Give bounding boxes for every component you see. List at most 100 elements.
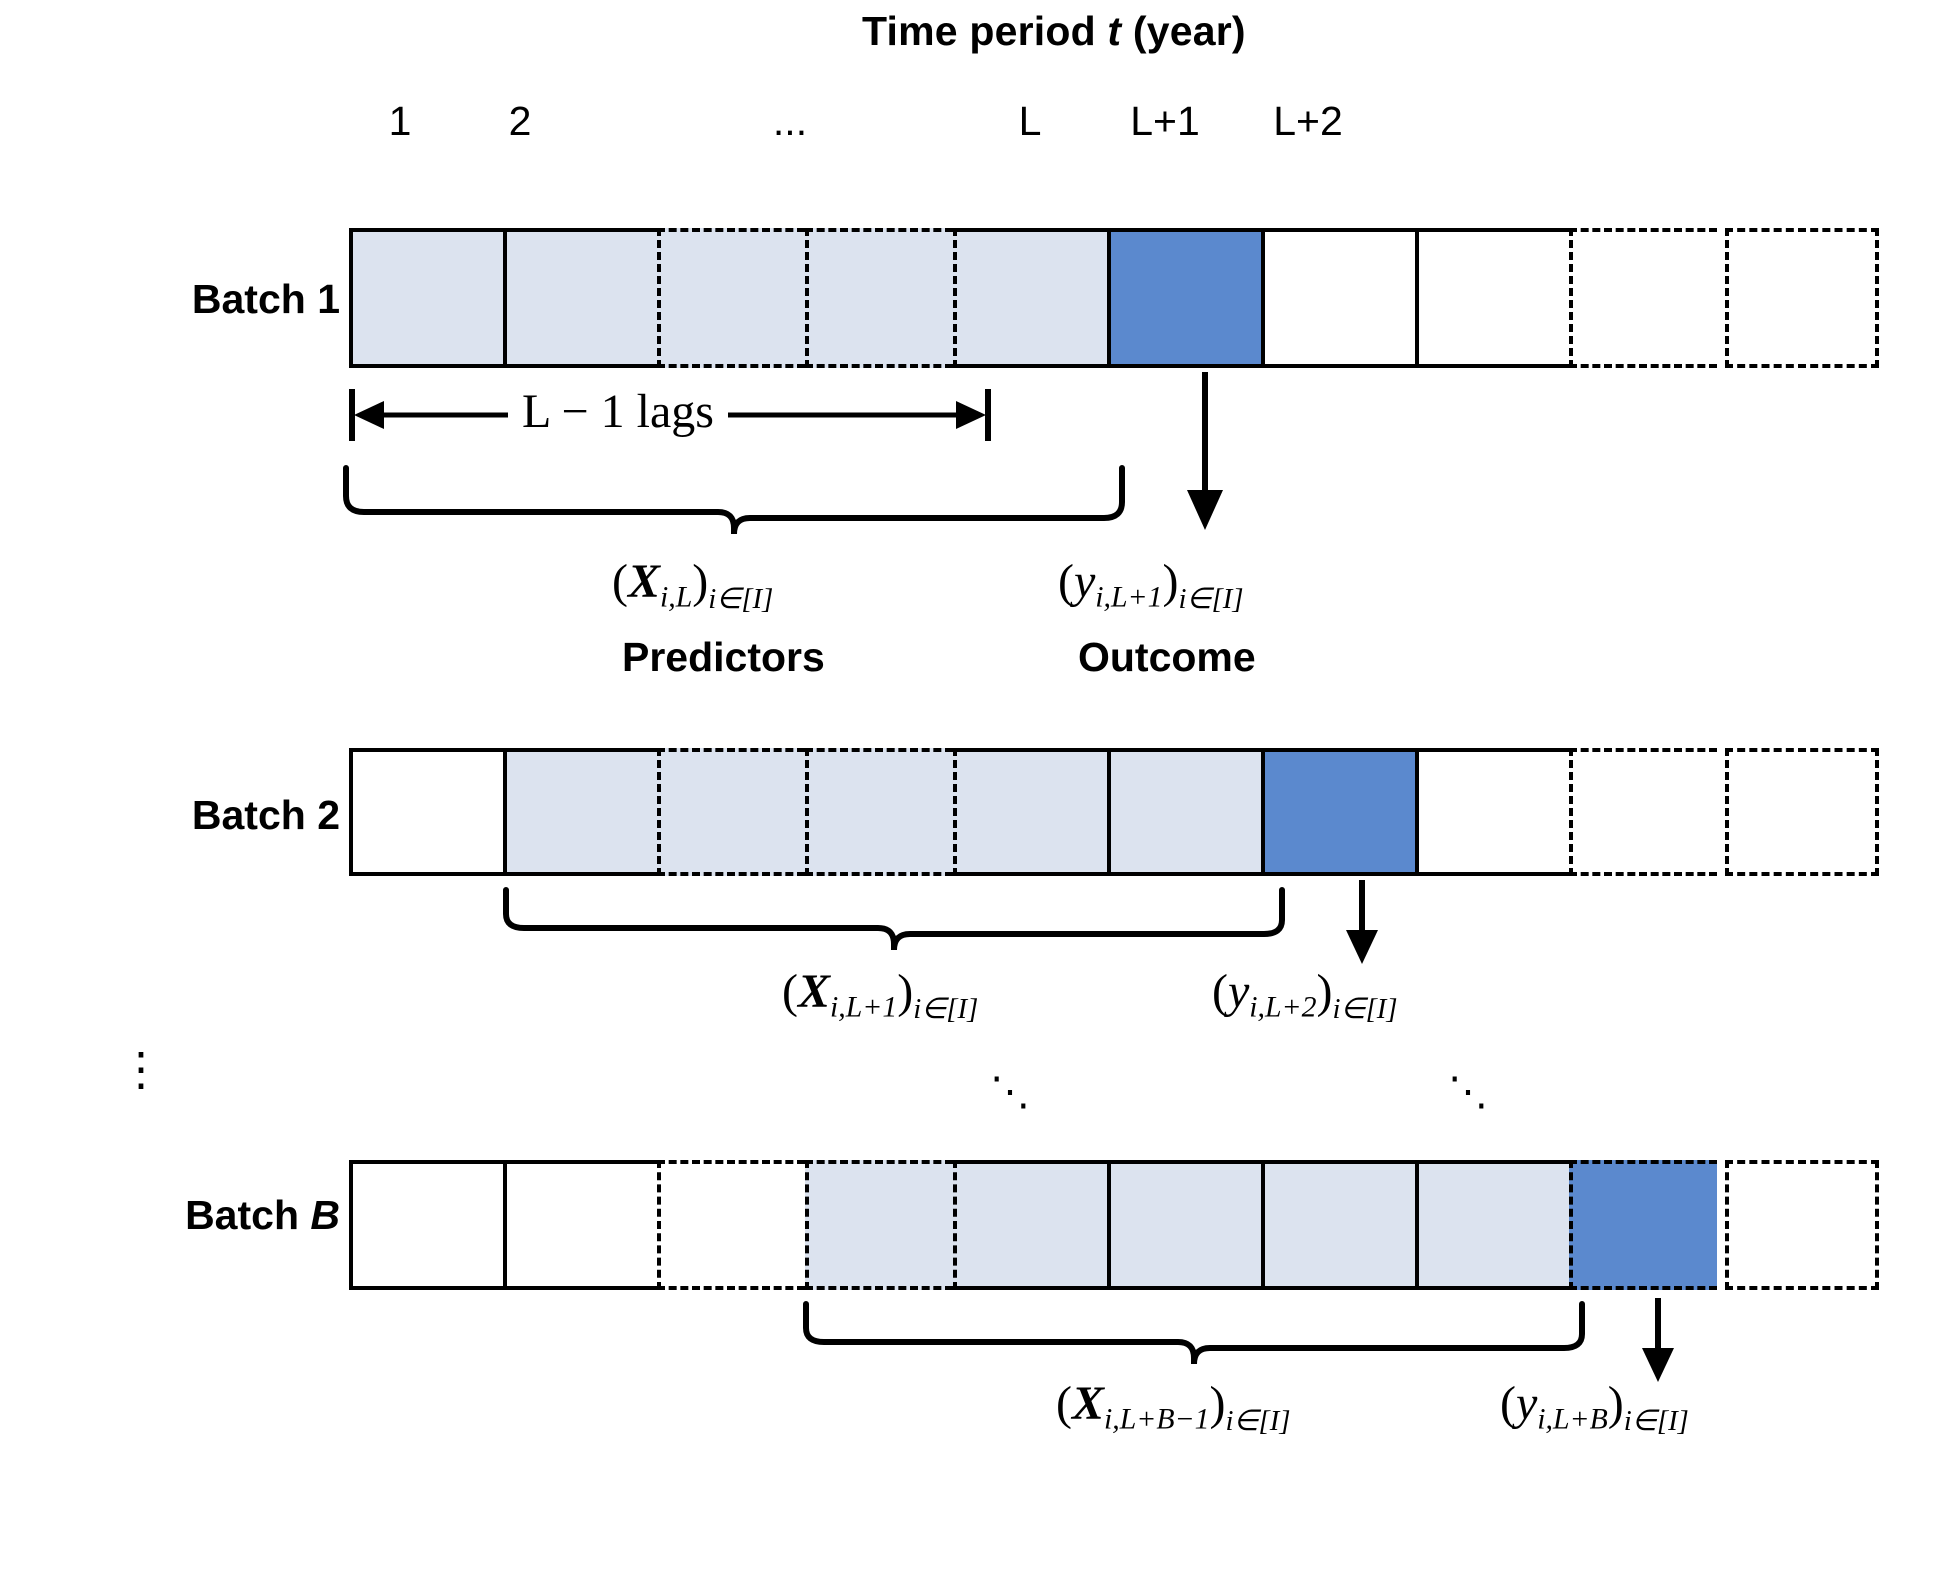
batch1-cell-5[interactable]	[953, 228, 1107, 368]
y-subscript: i,L+2	[1249, 990, 1317, 1024]
batch1-cell-7[interactable]	[1261, 228, 1415, 368]
y-outer-subscript: i∈[I]	[1623, 1404, 1689, 1437]
column-label-L: L	[1018, 98, 1042, 144]
y-subscript: i,L+1	[1095, 580, 1163, 614]
column-label-1: 1	[388, 98, 412, 144]
batch2-outcome-math: (yi,L+2)i∈[I]	[1212, 968, 1398, 1024]
batch-row-1	[349, 228, 1879, 368]
title-suffix: (year)	[1121, 8, 1246, 54]
batch2-outcome-arrow	[1346, 880, 1378, 964]
batchB-cell-6[interactable]	[1107, 1160, 1261, 1290]
batchB-cell-10[interactable]	[1725, 1160, 1879, 1290]
batch1-outcome-arrow	[1187, 372, 1223, 530]
batchB-cell-7[interactable]	[1261, 1160, 1415, 1290]
batchB-cell-8[interactable]	[1415, 1160, 1569, 1290]
x-subscript: i,L+1	[830, 990, 898, 1024]
batch2-cell-10[interactable]	[1725, 748, 1879, 876]
x-symbol: X	[797, 965, 830, 1018]
batch-label-value: B	[310, 1192, 340, 1238]
batch2-cell-outcome[interactable]	[1261, 748, 1415, 876]
batch2-predictor-brace	[503, 887, 1285, 951]
batch2-predictor-math: (Xi,L+1)i∈[I]	[782, 968, 978, 1024]
paren-close: )	[897, 965, 914, 1018]
title-prefix: Time period	[862, 8, 1108, 54]
column-label-ellipsis: ...	[772, 98, 808, 144]
batchB-cell-outcome[interactable]	[1569, 1160, 1717, 1290]
paren-open: (	[1058, 555, 1074, 608]
batchB-cell-3[interactable]	[657, 1160, 805, 1290]
paren-open: (	[782, 965, 798, 1018]
batch-row-2	[349, 748, 1879, 876]
title-variable: t	[1107, 8, 1122, 54]
x-outer-subscript: i∈[I]	[913, 992, 979, 1025]
y-symbol: y	[1515, 1377, 1538, 1430]
batch2-cell-4[interactable]	[805, 748, 953, 876]
batch2-cell-6[interactable]	[1107, 748, 1261, 876]
column-label-2: 2	[508, 98, 532, 144]
paren-open: (	[1056, 1377, 1072, 1430]
batchB-outcome-arrow	[1642, 1298, 1674, 1382]
batchB-cell-4[interactable]	[805, 1160, 953, 1290]
batchB-predictor-brace	[803, 1301, 1585, 1365]
batchB-cell-2[interactable]	[503, 1160, 657, 1290]
batch2-cell-1[interactable]	[349, 748, 503, 876]
batch-label-value: 1	[317, 276, 340, 322]
y-outer-subscript: i∈[I]	[1178, 582, 1244, 615]
x-outer-subscript: i∈[I]	[1225, 1404, 1291, 1437]
batch1-outcome-caption: Outcome	[1078, 634, 1256, 680]
y-symbol: y	[1227, 965, 1250, 1018]
batchB-cell-1[interactable]	[349, 1160, 503, 1290]
lags-label: L − 1 lags	[508, 388, 728, 436]
batch1-cell-9[interactable]	[1569, 228, 1717, 368]
x-symbol: X	[1071, 1377, 1104, 1430]
batch1-cell-8[interactable]	[1415, 228, 1569, 368]
batch2-cell-8[interactable]	[1415, 748, 1569, 876]
batch1-cell-2[interactable]	[503, 228, 657, 368]
batch-label-value: 2	[317, 792, 340, 838]
y-subscript: i,L+B	[1537, 1402, 1608, 1436]
batch1-predictor-math: (Xi,L)i∈[I]	[612, 558, 773, 614]
column-label-Lplus1: L+1	[1130, 98, 1200, 144]
y-symbol: y	[1073, 555, 1096, 608]
batch-row-B	[349, 1160, 1879, 1290]
y-outer-subscript: i∈[I]	[1332, 992, 1398, 1025]
batch1-cell-10[interactable]	[1725, 228, 1879, 368]
batchB-outcome-math: (yi,L+B)i∈[I]	[1500, 1380, 1689, 1436]
batch2-cell-5[interactable]	[953, 748, 1107, 876]
diagonal-dots-middle: ⋱	[990, 1069, 1030, 1114]
batch1-outcome-math: (yi,L+1)i∈[I]	[1058, 558, 1244, 614]
batch2-cell-3[interactable]	[657, 748, 805, 876]
batch2-cell-2[interactable]	[503, 748, 657, 876]
paren-close: )	[1316, 965, 1333, 1018]
batch1-predictor-brace	[343, 465, 1125, 535]
batch1-cell-1[interactable]	[349, 228, 503, 368]
batchB-cell-5[interactable]	[953, 1160, 1107, 1290]
paren-close: )	[1209, 1377, 1226, 1430]
paren-close: )	[1162, 555, 1179, 608]
x-symbol: X	[627, 555, 660, 608]
x-subscript: i,L	[660, 580, 693, 614]
paren-open: (	[1212, 965, 1228, 1018]
batchB-predictor-math: (Xi,L+B−1)i∈[I]	[1056, 1380, 1291, 1436]
batch-label-2: Batch 2	[10, 792, 340, 839]
paren-close: )	[692, 555, 709, 608]
batch-label-prefix: Batch	[185, 1192, 311, 1238]
batch1-cell-3[interactable]	[657, 228, 805, 368]
page-title: Time period t (year)	[862, 8, 1246, 55]
batch1-cell-outcome[interactable]	[1107, 228, 1261, 368]
batch1-predictors-caption: Predictors	[622, 634, 825, 680]
vertical-dots-left: ⋮	[118, 1044, 164, 1095]
batch-label-1: Batch 1	[10, 276, 340, 323]
batch-label-B: Batch B	[10, 1192, 340, 1239]
batch1-cell-4[interactable]	[805, 228, 953, 368]
batch2-cell-9[interactable]	[1569, 748, 1717, 876]
paren-close: )	[1607, 1377, 1624, 1430]
diagonal-dots-right: ⋱	[1448, 1069, 1488, 1114]
batch-label-prefix: Batch	[191, 276, 318, 322]
x-subscript: i,L+B−1	[1104, 1402, 1210, 1436]
column-label-Lplus2: L+2	[1273, 98, 1343, 144]
paren-open: (	[612, 555, 628, 608]
x-outer-subscript: i∈[I]	[708, 582, 774, 615]
batch-label-prefix: Batch	[191, 792, 318, 838]
